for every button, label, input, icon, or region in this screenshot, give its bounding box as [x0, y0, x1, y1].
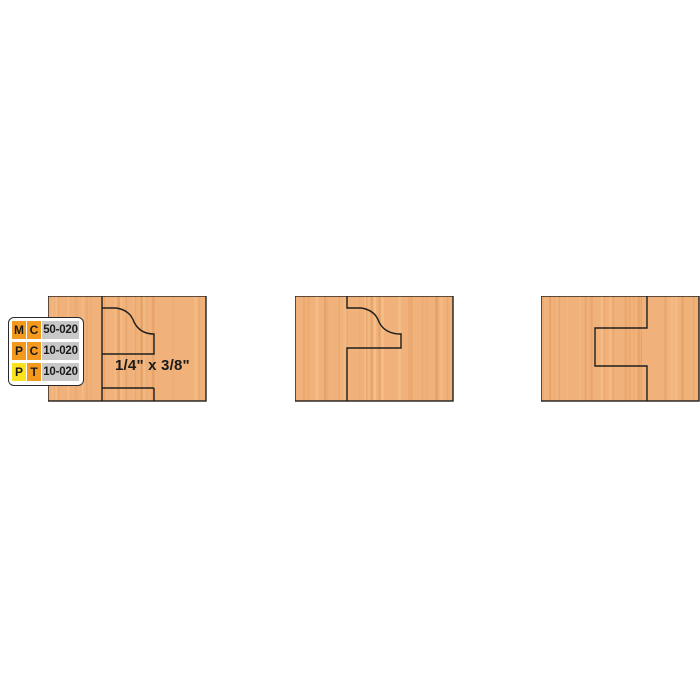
wood-grain-streak — [637, 296, 639, 401]
wood-grain-streak — [590, 296, 593, 401]
wood-grain-streak — [146, 296, 148, 401]
joined-profile-drawing — [295, 296, 454, 402]
wood-grain-streak — [557, 296, 560, 401]
part-code-row: P C 10-020 — [12, 342, 79, 360]
wood-grain-streak — [633, 296, 636, 401]
wood-grain-streak — [307, 296, 310, 401]
code-number: 50-020 — [42, 321, 79, 339]
wood-grain-streak — [544, 296, 546, 401]
wood-grain-streak — [198, 296, 201, 401]
wood-grain-streak — [681, 296, 684, 401]
wood-grain-streak — [543, 296, 545, 401]
wood-grain-streak — [90, 296, 93, 401]
wood-grain-streak — [550, 296, 552, 401]
wood-grain-streak — [315, 296, 318, 401]
wood-grain-streak — [609, 296, 612, 401]
joint-line-middle — [346, 296, 402, 401]
wood-grain-streak — [126, 296, 127, 401]
wood-grain-streak — [435, 296, 438, 401]
code-letter-1: M — [12, 321, 26, 339]
wood-grain-streak — [624, 296, 628, 401]
dimension-label: 1/4" x 3/8" — [115, 357, 190, 374]
wood-grain-streak — [134, 296, 136, 401]
wood-grain-streak — [541, 296, 543, 401]
tongue-groove-panel — [541, 296, 700, 402]
wood-grain-streak — [692, 296, 695, 401]
wood-grain-streak — [85, 296, 89, 401]
wood-grain-streak — [135, 296, 137, 401]
wood-grain-streak — [90, 296, 93, 401]
wood-grain-streak — [132, 296, 136, 401]
wood-grain-streak — [120, 296, 123, 401]
wood-grain-streak — [638, 296, 640, 401]
block-outline-middle — [295, 296, 454, 402]
wood-grain-streak — [669, 296, 672, 401]
wood-grain-streak — [343, 296, 346, 401]
wood-grain-streak — [614, 296, 616, 401]
wood-grain-streak — [89, 296, 91, 401]
wood-grain-right — [541, 296, 695, 401]
joint-line-right — [594, 296, 648, 401]
wood-grain-streak — [600, 296, 604, 401]
code-letter-1: P — [12, 342, 26, 360]
wood-grain-streak — [603, 296, 605, 401]
code-letter-1: P — [12, 363, 26, 381]
code-letter-2: C — [27, 342, 41, 360]
wood-grain-streak — [614, 296, 615, 401]
wood-grain-streak — [553, 296, 555, 401]
part-code-row: M C 50-020 — [12, 321, 79, 339]
wood-grain-streak — [584, 296, 587, 401]
wood-grain-streak — [194, 296, 197, 401]
wood-grain-streak — [408, 296, 411, 401]
wood-grain-streak — [664, 296, 667, 401]
part-code-badge: M C 50-020 P C 10-020 P T 10-020 — [8, 317, 84, 386]
wood-grain-streak — [640, 296, 642, 401]
wood-grain-streak — [675, 296, 678, 401]
wood-grain-streak — [303, 296, 305, 401]
code-number: 10-020 — [42, 342, 79, 360]
wood-grain-streak — [557, 296, 559, 401]
wood-grain-streak — [446, 296, 449, 401]
wood-grain-streak — [628, 296, 631, 401]
wood-grain-streak — [326, 296, 329, 401]
code-letter-2: T — [27, 363, 41, 381]
wood-grain-streak — [324, 296, 327, 401]
wood-grain-streak — [612, 296, 615, 401]
wood-grain-streak — [140, 296, 143, 401]
tongue-groove-drawing — [541, 296, 700, 402]
wood-grain-streak — [567, 296, 568, 401]
wood-grain-streak — [143, 296, 145, 401]
wood-grain-streak — [635, 296, 636, 401]
wood-grain-streak — [103, 296, 105, 401]
wood-grain-streak — [338, 296, 340, 401]
wood-grain-streak — [410, 296, 413, 401]
cut-profile-left — [102, 307, 155, 355]
wood-grain-streak — [117, 296, 120, 401]
wood-grain-streak — [440, 296, 443, 401]
wood-grain-streak — [316, 296, 319, 401]
wood-grain-streak — [118, 296, 120, 401]
wood-grain-streak — [421, 296, 424, 401]
wood-grain-streak — [114, 296, 116, 401]
wood-grain-streak — [172, 296, 174, 401]
wood-grain-streak — [558, 296, 561, 401]
wood-grain-streak — [549, 296, 551, 401]
code-letter-2: C — [27, 321, 41, 339]
wood-grain-streak — [426, 296, 428, 401]
wood-grain-streak — [579, 296, 581, 401]
code-number: 10-020 — [42, 363, 79, 381]
wood-grain-streak — [125, 296, 128, 401]
block-outline-right — [541, 296, 700, 402]
part-code-row: P T 10-020 — [12, 363, 79, 381]
joined-profile-panel — [295, 296, 455, 402]
wood-grain-streak — [671, 296, 674, 401]
wood-block-right — [541, 296, 699, 401]
block-outline-left — [48, 296, 207, 402]
